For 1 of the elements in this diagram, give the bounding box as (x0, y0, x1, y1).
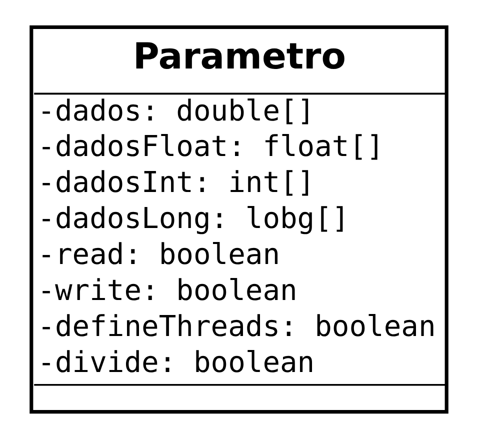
node-box: Parametro -dados: double[] -dadosFloat: float[] -dadosInt: int[] -dadosLong: lobg[] -read: boolean -write: boolean -defineThreads: boolean -divide: boolean (30, 25, 448, 414)
